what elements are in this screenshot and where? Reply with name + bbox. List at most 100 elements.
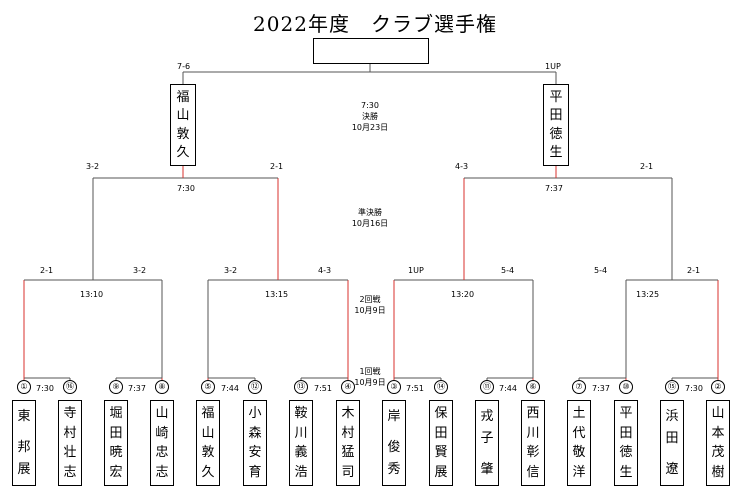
seed-badge: ⑫: [248, 380, 262, 394]
name-char: 平: [549, 89, 563, 105]
seed-badge: ⑩: [619, 380, 633, 394]
r2-time: 13:25: [636, 290, 660, 299]
seed-badge: ⑮: [665, 380, 679, 394]
name-char: 徳: [619, 445, 633, 461]
r2-score-right: 5-4: [501, 266, 515, 275]
name-char: 戎: [480, 409, 494, 424]
r2-score-left: 1UP: [408, 266, 424, 275]
r1-time: 7:37: [128, 384, 146, 393]
player-box: 鞍 川 義 浩: [289, 400, 313, 486]
name-char: 信: [526, 464, 540, 480]
name-char: 展: [434, 464, 448, 480]
player-box: 浜 田 遼: [660, 400, 684, 486]
seed-badge: ⑪: [480, 380, 494, 394]
player-box: 山 崎 忠 志: [150, 400, 174, 486]
name-char: 敬: [572, 445, 586, 461]
name-char: 志: [155, 464, 169, 480]
r2-time: 13:15: [265, 290, 289, 299]
name-char: 岸: [387, 409, 401, 424]
round2-round-name: 2回戦: [359, 295, 381, 304]
seed-badge: ⑧: [155, 380, 169, 394]
seed-badge: ⑦: [572, 380, 586, 394]
name-char: 鞍: [294, 406, 308, 422]
name-char: 生: [619, 464, 633, 480]
r2-score-right: 3-2: [133, 266, 147, 275]
semi-right-score-a: 4-3: [455, 162, 469, 171]
final-date: 10月23日: [351, 123, 389, 133]
name-char: 森: [248, 425, 262, 441]
name-char: 安: [248, 445, 262, 461]
name-char: 堀: [109, 406, 123, 422]
r2-time: 13:10: [80, 290, 104, 299]
name-char: 福: [176, 89, 190, 105]
player-box: 戎 子 肇: [475, 400, 499, 486]
player-box: 堀 田 暁 宏: [104, 400, 128, 486]
name-char: 村: [63, 425, 77, 441]
name-char: 樹: [711, 464, 725, 480]
final-right-score: 1UP: [545, 62, 561, 71]
name-char: 徳: [549, 126, 563, 142]
name-char: 川: [294, 425, 308, 441]
name-char: 賢: [434, 445, 448, 461]
player-box: 東 邦 展: [12, 400, 36, 486]
name-char: 保: [434, 406, 448, 422]
name-char: 崎: [155, 425, 169, 441]
name-char: 遼: [665, 462, 679, 477]
seed-badge: ⑭: [434, 380, 448, 394]
seed-badge: ③: [387, 380, 401, 394]
name-char: 田: [109, 425, 123, 441]
name-char: 本: [711, 425, 725, 441]
name-char: 俊: [387, 440, 401, 455]
final-time: 7:30: [361, 101, 379, 110]
round1-round-name: 1回戦: [359, 367, 381, 376]
name-char: 村: [341, 425, 355, 441]
player-box: 岸 俊 秀: [382, 400, 406, 486]
name-char: 壮: [63, 445, 77, 461]
name-char: 浜: [665, 409, 679, 424]
name-char: 志: [63, 464, 77, 480]
semifinal-round-name: 準決勝: [358, 208, 382, 217]
name-char: 田: [619, 425, 633, 441]
r2-score-left: 3-2: [224, 266, 238, 275]
seed-badge: ⑤: [201, 380, 215, 394]
name-char: 敦: [176, 126, 190, 142]
round-label-round2: 2回戦 10月9日: [340, 294, 400, 316]
player-box: 木 村 猛 司: [336, 400, 360, 486]
page-title: 2022年度 クラブ選手権: [253, 12, 497, 36]
name-char: 寺: [63, 406, 77, 422]
r1-time: 7:30: [36, 384, 54, 393]
name-char: 福: [201, 406, 215, 422]
round-label-round1: 1回戦 10月9日: [340, 366, 400, 388]
player-box: 寺 村 壮 志: [58, 400, 82, 486]
r1-time: 7:51: [406, 384, 424, 393]
final-left-score: 7-6: [177, 62, 191, 71]
name-char: 子: [480, 431, 494, 446]
player-box: 福 山 敦 久: [196, 400, 220, 486]
r2-score-right: 2-1: [687, 266, 701, 275]
name-char: 山: [176, 108, 190, 124]
player-box: 山 本 茂 樹: [706, 400, 730, 486]
name-char: 宏: [109, 464, 123, 480]
r1-time: 7:44: [499, 384, 517, 393]
name-char: 西: [526, 406, 540, 422]
player-box: 西 川 彰 信: [521, 400, 545, 486]
name-char: 生: [549, 145, 563, 161]
seed-badge: ④: [341, 380, 355, 394]
player-box: 保 田 賢 展: [429, 400, 453, 486]
name-char: 久: [176, 145, 190, 161]
name-char: 司: [341, 464, 355, 480]
r2-score-left: 2-1: [40, 266, 54, 275]
seed-badge: ②: [711, 380, 725, 394]
name-char: 義: [294, 445, 308, 461]
round-label-semifinal: 準決勝 10月16日: [340, 207, 400, 229]
name-char: 川: [526, 425, 540, 441]
semi-right-time: 7:37: [545, 184, 563, 193]
round2-date: 10月9日: [354, 306, 386, 316]
name-char: 敦: [201, 445, 215, 461]
r1-time: 7:51: [314, 384, 332, 393]
name-char: 田: [665, 431, 679, 446]
name-char: 土: [572, 406, 586, 422]
name-char: 彰: [526, 445, 540, 461]
name-char: 浩: [294, 464, 308, 480]
